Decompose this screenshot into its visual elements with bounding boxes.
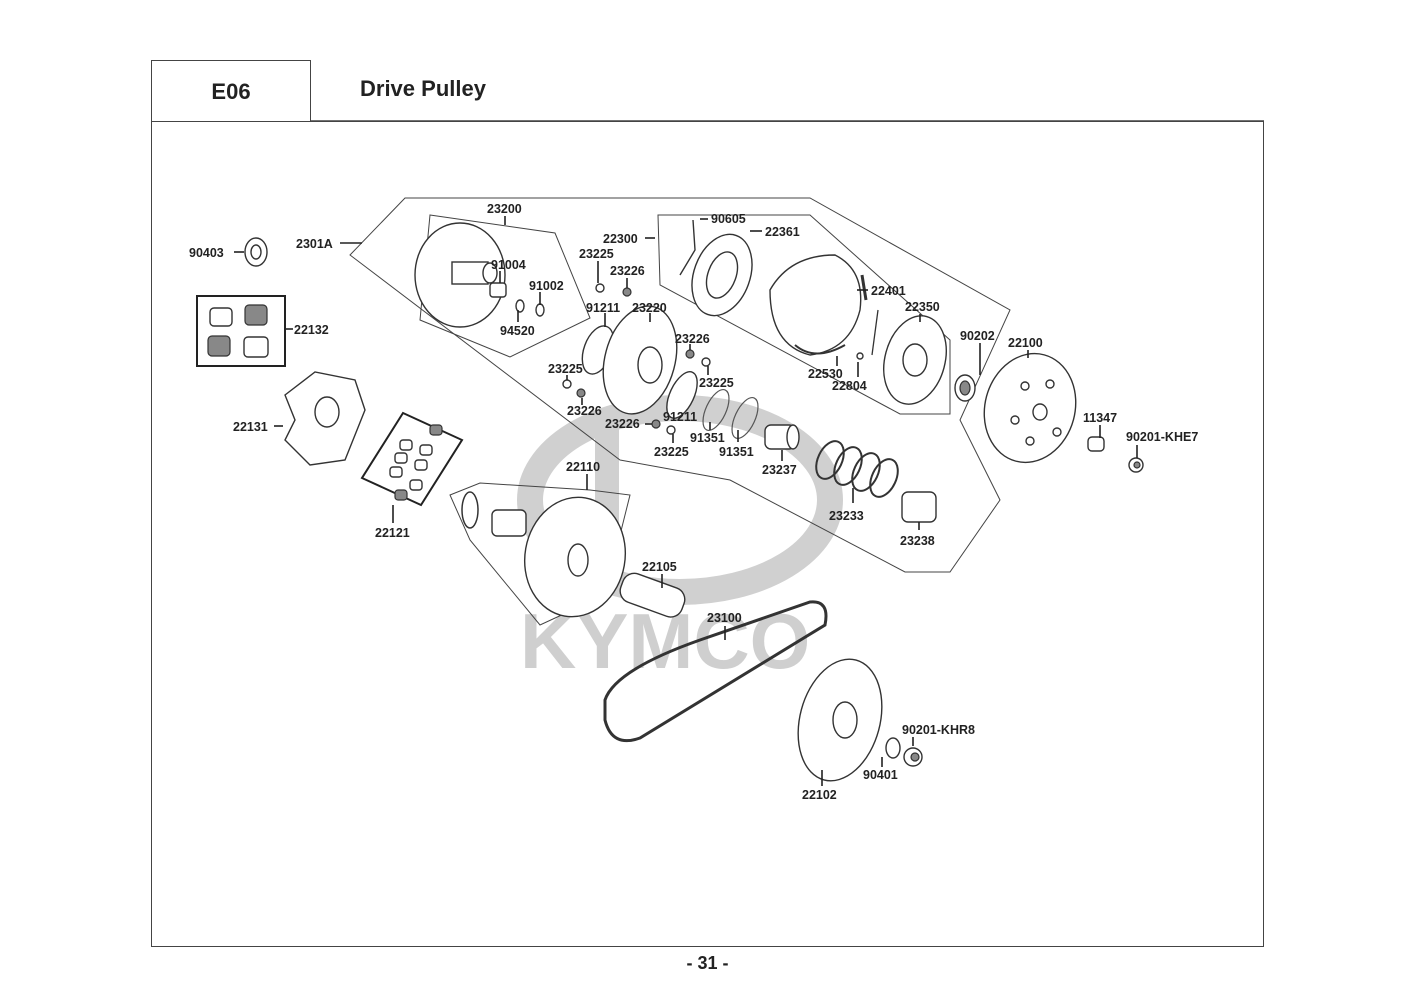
assembly-outline-2301A [349,197,1011,573]
part-90403-washer[interactable] [244,237,268,267]
part-23220-driven-face[interactable] [592,298,688,422]
part-23100-drive-belt[interactable] [603,600,828,743]
part-22131-ramp-plate[interactable] [284,371,366,466]
part-23225-pin[interactable] [595,283,605,293]
label-23226: 23226 [605,417,640,431]
label-22350: 22350 [905,300,940,314]
label-23226: 23226 [610,264,645,278]
part-23233-spring[interactable] [811,437,904,501]
label-23225: 23225 [654,445,689,459]
label-91211: 91211 [586,301,620,315]
label-23238: 23238 [900,534,935,548]
page-title: Drive Pulley [360,76,486,101]
label-22100: 22100 [1008,336,1043,350]
part-91002-seal[interactable] [535,303,545,317]
part-22530-clutch-shoes[interactable] [769,254,862,356]
section-code-box: E06 [151,60,311,122]
part-22100-clutch-outer[interactable] [972,343,1087,473]
label-22105: 22105 [642,560,677,574]
part-90605-spring-clip[interactable] [679,219,696,276]
label-90201-KHR8: 90201-KHR8 [902,723,975,737]
part-23237-collar[interactable] [764,424,800,450]
label-22804: 22804 [832,379,867,393]
part-90201-KHR8-nut[interactable] [903,747,923,767]
part-labels: 90403 2301A 23200 91004 91002 94520 2213… [189,202,1198,802]
label-94520: 94520 [500,324,535,338]
part-22132-slider-pieces[interactable] [207,304,269,358]
part-23226-roller-c[interactable] [576,388,586,398]
label-91002: 91002 [529,279,564,293]
part-90401-washer[interactable] [885,737,901,759]
part-23200-movable-face[interactable] [414,222,506,328]
part-90201-KHE7-nut[interactable] [1128,457,1144,473]
label-11347: 11347 [1083,411,1117,425]
label-23200: 23200 [487,202,522,216]
label-23220: 23220 [632,301,667,315]
part-91351-oring-a[interactable] [698,386,735,434]
label-22131: 22131 [233,420,268,434]
label-90403: 90403 [189,246,224,260]
label-91351: 91351 [719,445,754,459]
part-23225-pin-d[interactable] [666,425,676,435]
part-90202-nut[interactable] [954,374,976,402]
label-23100: 23100 [707,611,742,625]
label-23237: 23237 [762,463,797,477]
label-23226: 23226 [567,404,602,418]
section-code: E06 [211,78,251,104]
part-22121-weight-rollers[interactable] [389,424,443,501]
label-22132: 22132 [294,323,329,337]
part-23226-roller-d[interactable] [651,419,661,429]
assembly-outline-22300 [657,214,951,415]
label-22110: 22110 [566,460,600,474]
part-22102-fan-drive-face[interactable] [785,650,894,790]
part-22361-plate[interactable] [681,226,762,324]
label-91211: 91211 [663,410,697,424]
label-22102: 22102 [802,788,837,802]
part-22401-spring[interactable] [860,274,868,301]
label-22401: 22401 [871,284,906,298]
leader-lines [234,216,1138,786]
part-22804-washer-pins[interactable] [856,309,879,360]
part-23238-collar[interactable] [901,491,937,523]
kit-box-22132 [196,295,286,367]
part-23226-roller-b[interactable] [685,349,695,359]
part-22105-collar[interactable] [617,570,688,620]
part-22350-drive-plate[interactable] [874,309,955,411]
part-23225-pin-c[interactable] [562,379,572,389]
label-90401: 90401 [863,768,898,782]
part-11347-bush[interactable] [1087,436,1105,452]
label-90201-KHE7: 90201-KHE7 [1126,430,1198,444]
kit-box-22121 [360,411,464,507]
label-90605: 90605 [711,212,746,226]
label-91004: 91004 [491,258,526,272]
label-22300: 22300 [603,232,638,246]
label-91351: 91351 [690,431,725,445]
label-23233: 23233 [829,509,864,523]
label-23226: 23226 [675,332,710,346]
label-22121: 22121 [375,526,410,540]
part-91211-oring-lower[interactable] [661,367,704,422]
label-2301A: 2301A [296,237,333,251]
part-22110-movable-drive-face[interactable] [461,489,635,625]
label-23225: 23225 [548,362,583,376]
label-90202: 90202 [960,329,995,343]
label-23225: 23225 [579,247,614,261]
part-23225-pin-b[interactable] [701,357,711,367]
part-94520-clip[interactable] [515,299,525,313]
part-91351-oring-b[interactable] [727,394,764,442]
label-22361: 22361 [765,225,800,239]
label-23225: 23225 [699,376,734,390]
part-91004-bush[interactable] [489,282,507,298]
label-22530: 22530 [808,367,843,381]
part-23226-roller[interactable] [622,287,632,297]
page-number: - 31 - [686,953,729,973]
